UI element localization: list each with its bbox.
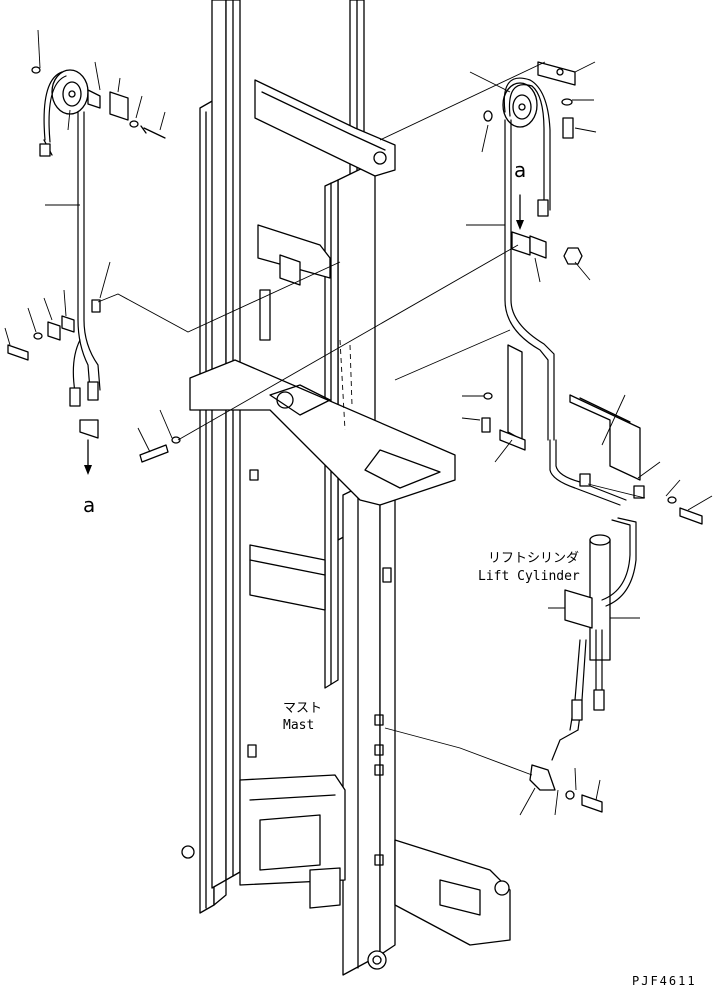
mast-label-en: Mast (283, 718, 314, 733)
mast-inner-left-rail (211, 0, 227, 889)
center-fastener (137, 244, 519, 463)
mast-bottom-foot (394, 839, 511, 946)
mast-base-frame (239, 774, 346, 886)
mast-crosshead (254, 79, 396, 177)
right-hose-assembly (379, 61, 713, 816)
callout-right-a: a (514, 158, 526, 182)
lift-cylinder-label-en: Lift Cylinder (478, 569, 580, 584)
mast-assembly (181, 0, 511, 976)
mast-lower-crossmember (189, 359, 456, 506)
callout-left-a: a (83, 493, 95, 517)
mast-right-outer (342, 476, 381, 976)
lift-cylinder (589, 539, 611, 661)
left-hose-assembly (4, 29, 341, 475)
mast-label-jp: マスト (283, 701, 322, 716)
mast-middle-crossbar (257, 224, 331, 279)
drawing-code: PJF4611 (632, 974, 697, 988)
lift-cylinder-label-jp: リフトシリンダ (488, 551, 579, 566)
